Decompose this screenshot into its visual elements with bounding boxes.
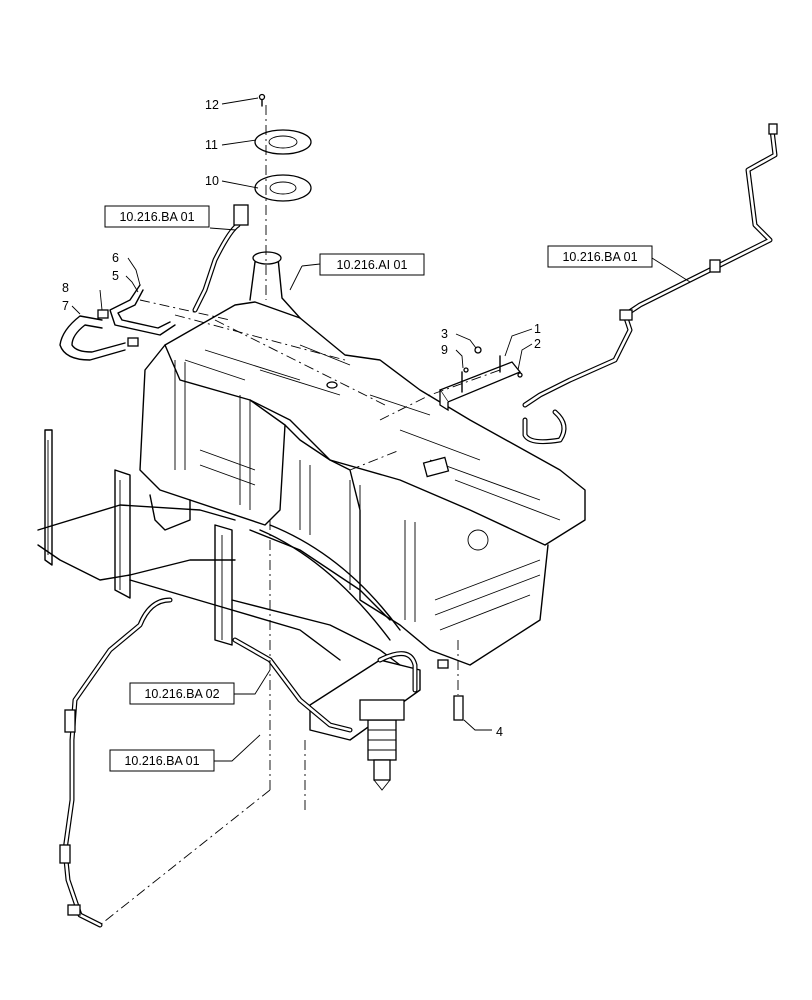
callout-9: 9 — [441, 343, 448, 357]
ref-box-top-left: 10.216.BA 01 — [104, 205, 210, 228]
callout-11: 11 — [205, 138, 218, 152]
ref-box-bottom-left: 10.216.BA 01 — [109, 749, 215, 772]
ref-box-middle: 10.216.BA 02 — [129, 682, 235, 705]
callout-4: 4 — [496, 725, 503, 739]
ref-label-tank: 10.216.AI 01 — [337, 258, 408, 272]
fuel-filter — [359, 699, 405, 791]
alignment-lines — [99, 314, 501, 926]
tank-support-frame — [37, 429, 421, 741]
mounting-bracket — [439, 346, 523, 412]
bolt-item-4 — [453, 640, 464, 721]
clamp-parts — [59, 284, 231, 361]
ref-label-top-left: 10.216.BA 01 — [119, 210, 194, 224]
ref-box-tank: 10.216.AI 01 — [319, 253, 425, 276]
callout-12: 12 — [205, 98, 219, 112]
callout-numbers: 12 11 10 6 5 8 7 3 9 1 2 4 — [62, 98, 541, 739]
callout-1: 1 — [534, 322, 541, 336]
fuel-lines — [59, 123, 778, 928]
ref-box-right-line: 10.216.BA 01 — [547, 245, 653, 268]
callout-8: 8 — [62, 281, 69, 295]
callout-2: 2 — [534, 337, 541, 351]
callout-10: 10 — [205, 174, 219, 188]
callout-7: 7 — [62, 299, 69, 313]
ref-label-bottom-left: 10.216.BA 01 — [124, 754, 199, 768]
callout-3: 3 — [441, 327, 448, 341]
filler-parts — [254, 93, 312, 300]
leader-lines — [71, 97, 691, 762]
callout-5: 5 — [112, 269, 119, 283]
fuel-tank — [139, 251, 586, 669]
callout-6: 6 — [112, 251, 119, 265]
ref-label-right-line: 10.216.BA 01 — [562, 250, 637, 264]
ref-label-middle: 10.216.BA 02 — [144, 687, 219, 701]
